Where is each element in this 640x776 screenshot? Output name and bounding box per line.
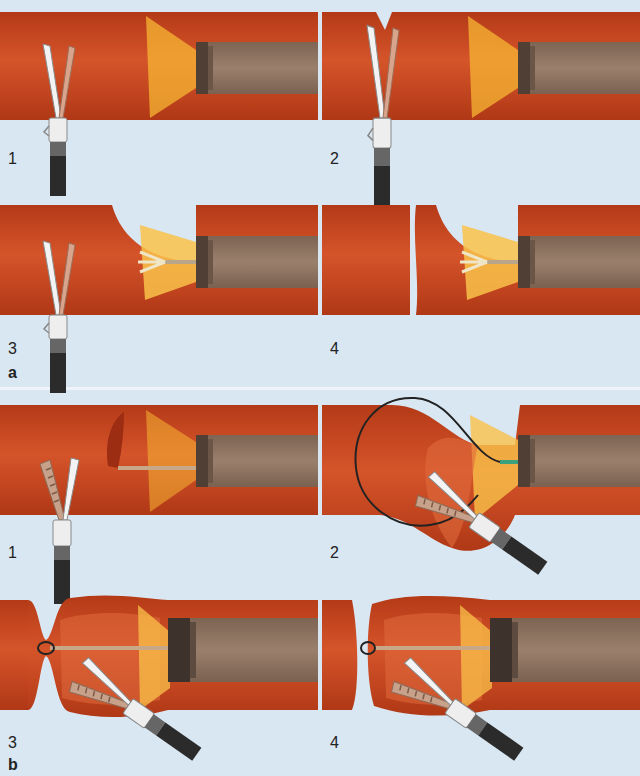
step-number: 3 bbox=[8, 734, 17, 752]
step-number: 2 bbox=[330, 150, 339, 168]
step-number: 1 bbox=[8, 150, 17, 168]
panel-letter: a bbox=[8, 364, 17, 382]
step-number: 2 bbox=[330, 544, 339, 562]
step-number: 4 bbox=[330, 340, 339, 358]
panel-letter: b bbox=[8, 756, 18, 774]
step-number: 4 bbox=[330, 734, 339, 752]
step-number: 1 bbox=[8, 544, 17, 562]
step-number: 3 bbox=[8, 340, 17, 358]
